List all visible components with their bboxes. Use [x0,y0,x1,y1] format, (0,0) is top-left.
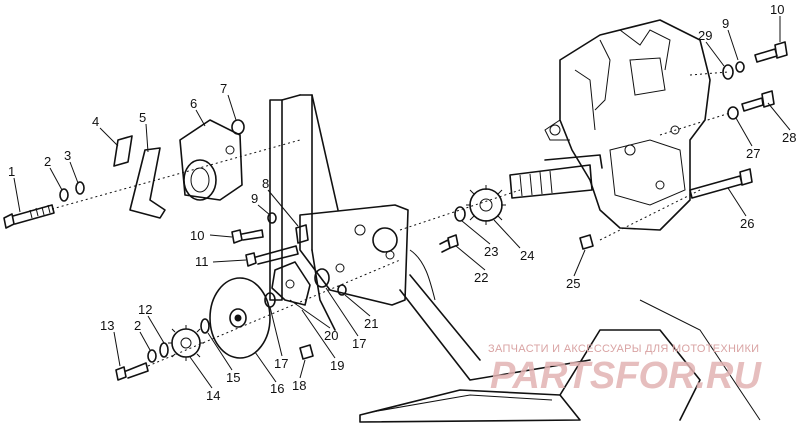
part-14-sprocket [168,325,204,361]
part-4-shim [113,135,133,167]
callout-27: 27 [746,146,760,161]
callout-12: 12 [138,302,152,317]
part-7-bushing [231,119,245,135]
callout-17: 17 [274,356,288,371]
part-25-nut [579,234,594,250]
part-16-disc [209,277,271,359]
part-9b-washer [735,61,745,73]
callout-18: 18 [292,378,306,393]
part-15-bushing [200,318,210,334]
callout-28: 28 [782,130,796,145]
callout-10-right: 10 [770,2,784,17]
gearbox-housing [544,19,711,231]
callout-20: 20 [324,328,338,343]
part-8-nut [295,224,309,244]
callout-21: 21 [364,316,378,331]
part-10a-bolt [231,229,264,244]
part-2b-washer [147,349,157,363]
callout-9: 9 [251,191,258,206]
callout-5: 5 [139,110,146,125]
callout-2-lower: 2 [134,318,141,333]
leader-lines [13,16,791,389]
callout-25: 25 [566,276,580,291]
callout-8: 8 [262,176,269,191]
part-24-sprocket [466,185,506,225]
part-23-washer [454,206,466,222]
callout-2: 2 [44,154,51,169]
callout-7: 7 [220,81,227,96]
callout-22: 22 [474,270,488,285]
part-18-nut [299,344,314,360]
callout-9-right: 9 [722,16,729,31]
part-28-bolt [741,90,775,112]
part-20-plate [271,261,311,306]
watermark-tagline: ЗАПЧАСТИ И АКСЕССУАРЫ ДЛЯ МОТОТЕХНИКИ [488,343,759,355]
callout-23: 23 [484,244,498,259]
part-3-washer [75,181,85,195]
drive-shaft [509,154,603,199]
watermark: ЗАПЧАСТИ И АКСЕССУАРЫ ДЛЯ МОТОТЕХНИКИ PA… [488,343,762,397]
part-10b-bolt [754,41,788,63]
callout-16: 16 [270,381,284,396]
mounting-plate [299,204,436,306]
part-27-nut [727,106,739,120]
frame-rails [269,94,761,423]
callout-24: 24 [520,248,534,263]
callout-4: 4 [92,114,99,129]
callout-29: 29 [698,28,712,43]
part-9a-washer [267,212,277,224]
part-5-bracket [129,147,166,219]
callout-13: 13 [100,318,114,333]
callout-11: 11 [195,254,209,269]
callout-6: 6 [190,96,197,111]
callout-14: 14 [206,388,220,403]
callout-19: 19 [330,358,344,373]
part-21-nut [337,284,347,296]
part-6-bearing-housing [179,119,243,201]
part-22-bolt [439,234,459,253]
callout-17-right: 17 [352,336,366,351]
callout-10: 10 [190,228,204,243]
callout-15: 15 [226,370,240,385]
part-29-washer [722,64,734,80]
part-11-bolt [245,245,299,267]
part-12-washer [159,342,169,358]
part-2-washer [59,188,69,202]
part-17b-seal [314,268,330,288]
watermark-logo: PARTSFOR.RU [490,355,762,397]
callout-1: 1 [8,164,15,179]
part-26-bolt [689,168,753,199]
part-1-bolt [3,204,55,229]
callout-26: 26 [740,216,754,231]
callout-labels: 1 2 3 4 5 6 7 8 9 10 11 12 13 2 14 15 16… [8,2,796,403]
callout-3: 3 [64,148,71,163]
part-13-bolt [115,362,149,381]
